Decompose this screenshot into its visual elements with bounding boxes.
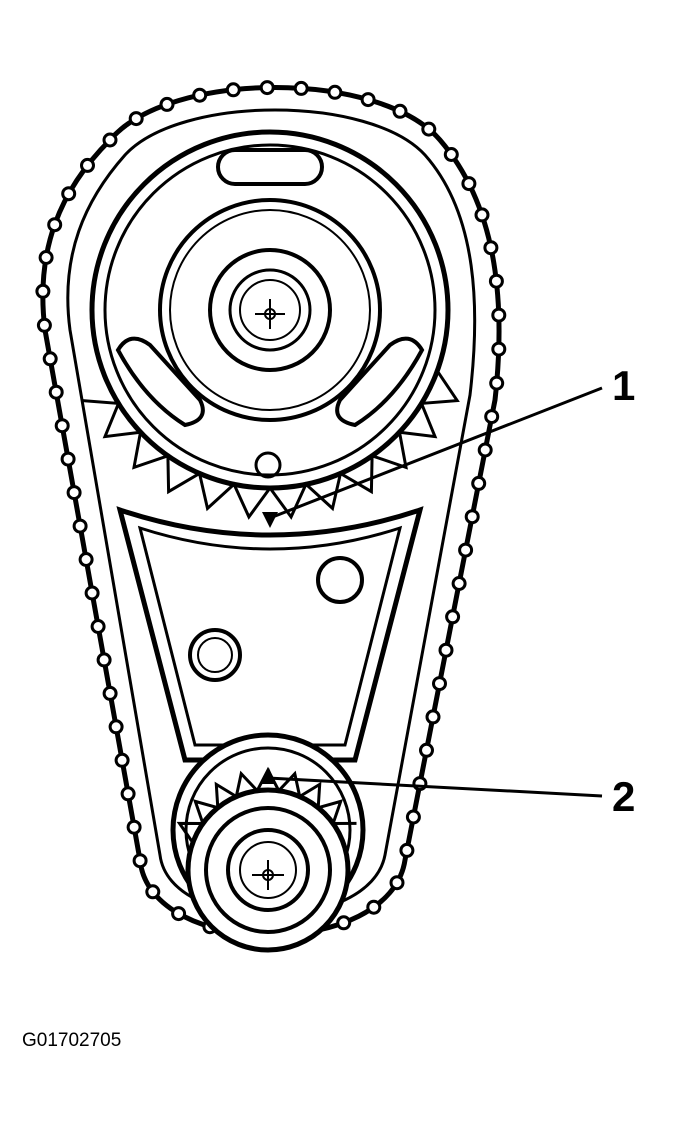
chain-link-pin (35, 283, 51, 299)
chain-link-pin (259, 80, 275, 96)
chain-link-pin (84, 585, 100, 601)
chain-link-pin (61, 186, 77, 202)
chain-link-pin (126, 819, 142, 835)
chain-link-pin (108, 719, 124, 735)
crosshair-mark (255, 299, 285, 329)
sprocket-tooth-profile (82, 370, 460, 520)
crosshair-mark (252, 860, 284, 890)
chain-link-pin (445, 609, 461, 625)
chain-link-pin (128, 111, 144, 127)
chain-link-pin (114, 752, 130, 768)
chain-link-pin (327, 84, 343, 100)
timing-mark-1 (262, 512, 278, 528)
crankshaft-sprocket-teeth (176, 766, 357, 844)
chain-link-pin (419, 742, 434, 758)
chain-link-pin (471, 475, 487, 491)
chain-link-pin (171, 906, 187, 922)
chain-link-pin (336, 915, 352, 931)
chain-link-pin (438, 642, 454, 658)
chain-link-pin (405, 809, 421, 825)
chain-link-pin (488, 273, 504, 289)
chain-link-pin (145, 884, 161, 900)
chain-link-pin (78, 552, 94, 567)
chain-link-pin (72, 518, 88, 534)
camshaft-sprocket (89, 129, 451, 491)
chain-link-pin (102, 132, 118, 148)
chain-link-pin (477, 442, 493, 458)
callout-1-leader (269, 386, 603, 520)
chain-link-pin (47, 217, 63, 233)
callout-label-1: 1 (612, 362, 636, 409)
chain-link-pin (491, 341, 507, 357)
chain-link-pin (42, 351, 58, 367)
chain-link-pin (38, 250, 54, 265)
chain-link-pin (464, 509, 480, 525)
chain-link-pin (432, 676, 447, 692)
chain-link-pin (421, 121, 437, 137)
chain-link-pin (102, 685, 118, 701)
chain-link-pin (366, 899, 382, 915)
chain-link-pin (60, 451, 76, 467)
camshaft-sprocket-teeth (82, 370, 460, 520)
chain-link-pin (461, 176, 477, 192)
figure-id: G01702705 (22, 1030, 122, 1051)
chain-link-pin (36, 317, 52, 333)
chain-link-pin (389, 875, 405, 891)
chain-link-pin (451, 576, 467, 591)
chain-guide (116, 506, 424, 763)
chain-link-pin (484, 409, 500, 425)
chain-link-pin (80, 157, 95, 173)
chain-link-pin (360, 92, 376, 108)
chain-link-pin (483, 240, 499, 256)
chain-link-pin (425, 709, 441, 725)
timing-mark-2 (262, 768, 276, 784)
chain-link-pin (293, 80, 309, 96)
chain-link-pin (491, 307, 507, 323)
callout-label-2: 2 (612, 773, 636, 820)
chain-link-pin (192, 87, 208, 103)
chain-link-pin (66, 485, 82, 501)
chain-link-pin (132, 853, 148, 869)
chain-link-pin (474, 207, 490, 223)
chain-link-pin (48, 384, 64, 400)
chain-link-pin (54, 418, 70, 434)
sprocket-tooth-profile (176, 766, 357, 844)
chain-link-pin (399, 842, 415, 858)
chain-link-pin (96, 652, 112, 668)
chain-link-pin (443, 147, 459, 162)
timing-chain-inner (66, 108, 477, 917)
chain-link-pin (489, 375, 505, 391)
chain-link-pin (392, 103, 408, 119)
chain-link-pin (458, 542, 474, 558)
crankshaft-sprocket (170, 732, 366, 953)
callout-2-leader (267, 776, 603, 798)
chain-link-pin (90, 619, 106, 634)
chain-link-pin (159, 96, 175, 112)
chain-link-pin (225, 82, 241, 98)
chain-link-pin (120, 786, 136, 802)
